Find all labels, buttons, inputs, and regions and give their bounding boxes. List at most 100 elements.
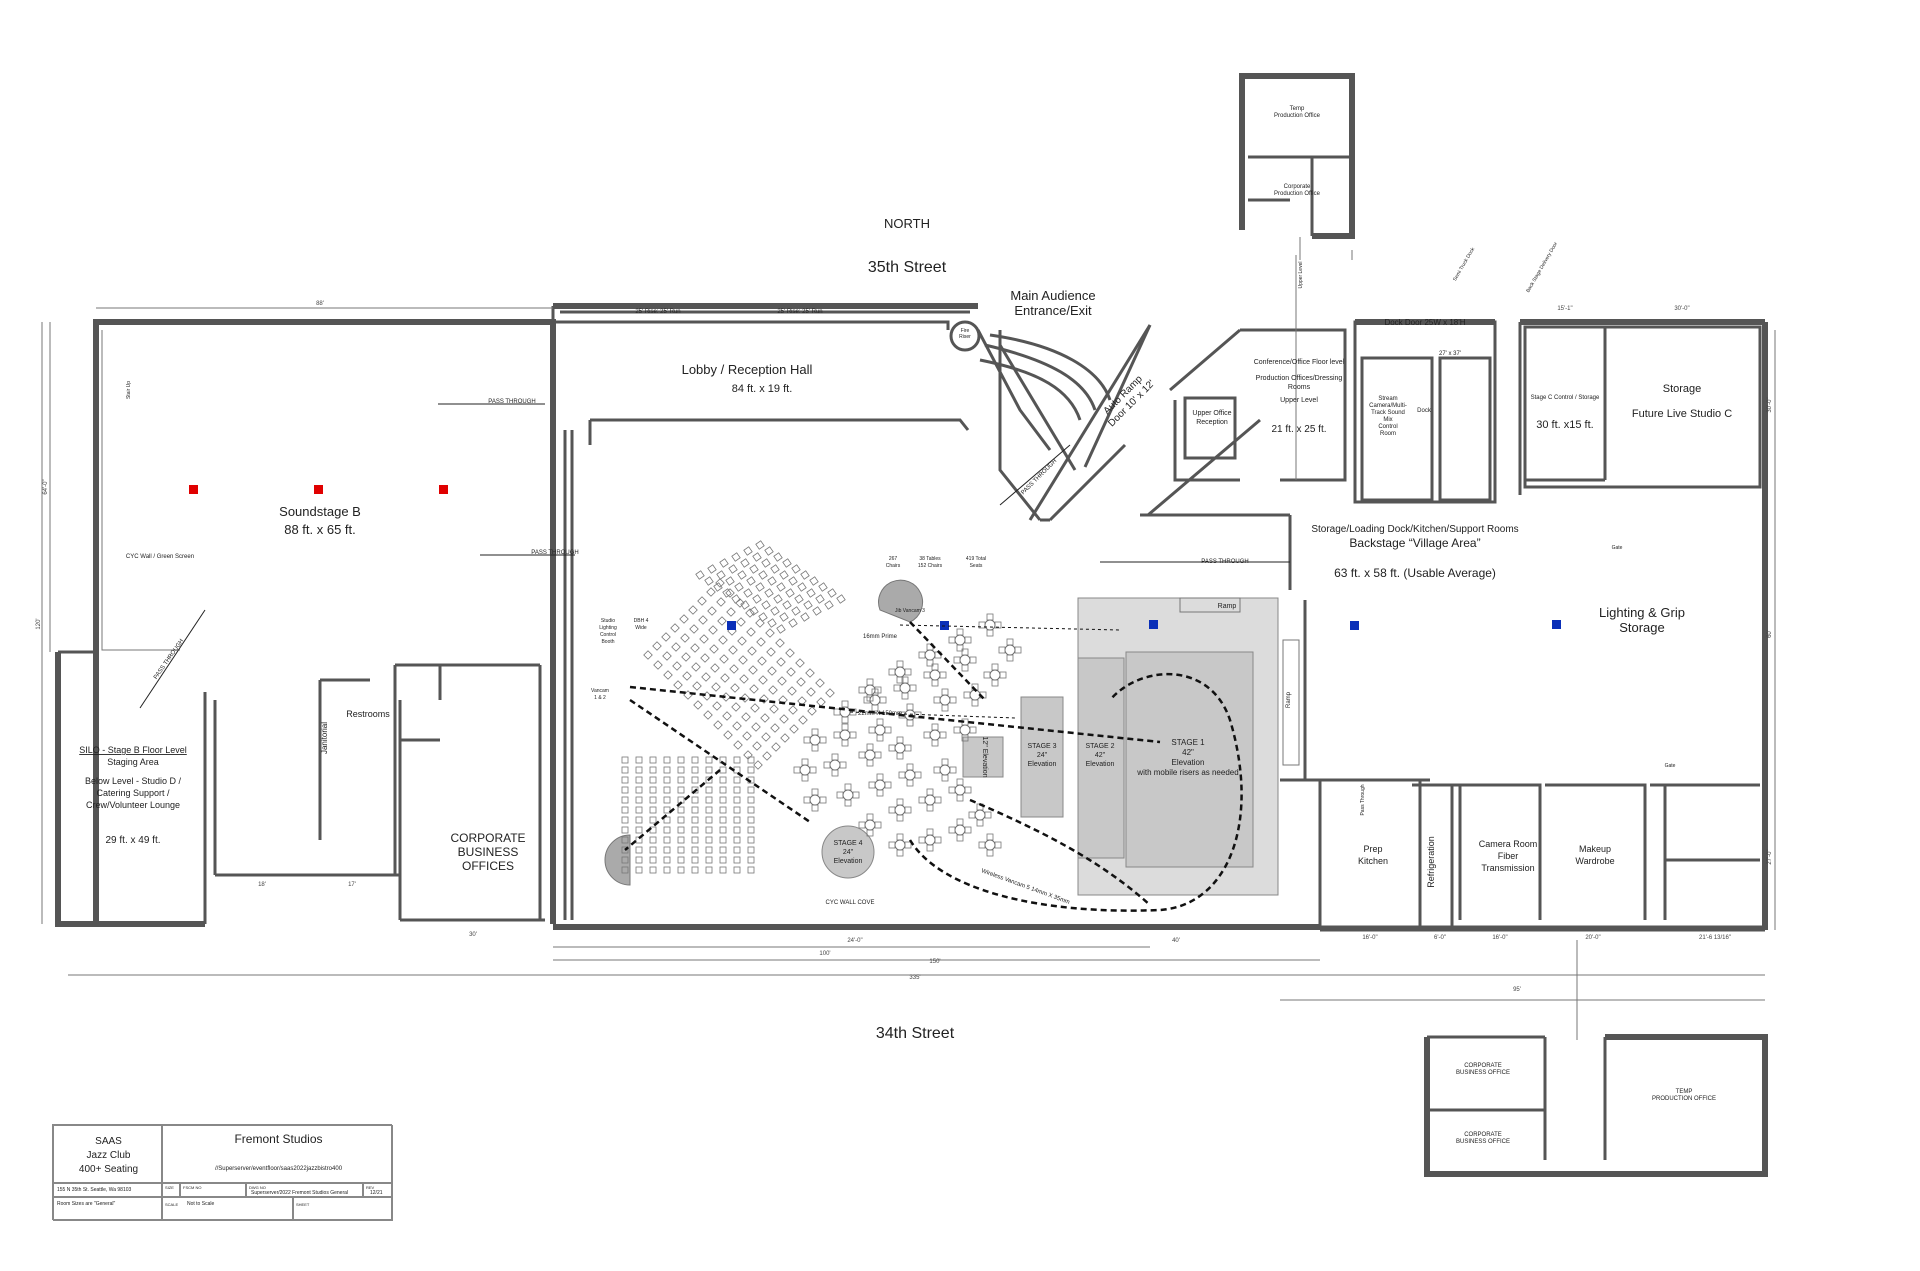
chair <box>695 570 705 580</box>
size-cell: SIZE <box>162 1183 180 1197</box>
chair <box>737 570 747 580</box>
cyc-cove-label: CYC WALL COVE <box>826 900 875 906</box>
chair <box>752 594 762 604</box>
camera-path <box>969 798 1151 906</box>
chair <box>803 736 811 744</box>
dimension: 64'-0" <box>43 479 49 494</box>
stage-2 <box>1077 657 1125 859</box>
chair <box>705 776 713 784</box>
chair <box>841 739 849 747</box>
chair <box>706 587 716 597</box>
chair <box>757 656 767 666</box>
chair <box>621 866 629 874</box>
pass-through-label: PASS THROUGH <box>488 399 535 405</box>
silo-size: 29 ft. x 49 ft. <box>105 835 160 846</box>
chair <box>896 660 904 668</box>
chair <box>949 766 957 774</box>
chair <box>756 637 766 647</box>
building-walls <box>55 303 1768 932</box>
chair <box>906 779 914 787</box>
chair <box>705 806 713 814</box>
chair <box>691 826 699 834</box>
chair <box>764 546 774 556</box>
chair <box>649 786 657 794</box>
chair <box>770 723 780 733</box>
chair <box>635 816 643 824</box>
chair <box>718 635 728 645</box>
chair <box>719 766 727 774</box>
chair <box>691 866 699 874</box>
chair <box>866 743 874 751</box>
conference-label: Conference/Office Floor level <box>1254 359 1345 366</box>
chair <box>896 798 904 806</box>
lighting-markers <box>189 485 1561 630</box>
stage-left-platform <box>604 834 631 886</box>
chair <box>939 671 947 679</box>
seating-layout <box>621 540 1022 874</box>
chair <box>918 651 926 659</box>
round-table <box>929 729 941 741</box>
chair <box>941 704 949 712</box>
chair <box>663 776 671 784</box>
chair <box>661 632 671 642</box>
chair <box>956 628 964 636</box>
chair <box>649 796 657 804</box>
chair <box>836 791 844 799</box>
chair <box>649 866 657 874</box>
chair <box>621 856 629 864</box>
back-stage-door-label: Back Stage Delivery Door <box>1525 241 1559 294</box>
chair <box>831 753 839 761</box>
jib-label: Jib Vancam 3 <box>895 608 925 614</box>
chair <box>871 688 879 696</box>
dimension: 16'-0" <box>1362 935 1377 941</box>
blue-light <box>1552 620 1561 629</box>
lobby-size: 84 ft. x 19 ft. <box>732 383 793 395</box>
chair <box>780 733 790 743</box>
room-labels: NORTH 35th Street 34th Street Lobby / Re… <box>79 216 1732 1042</box>
chair <box>663 786 671 794</box>
chair <box>705 786 713 794</box>
chair <box>964 636 972 644</box>
chair <box>753 760 763 770</box>
chair <box>770 564 780 574</box>
chair <box>839 761 847 769</box>
chair <box>737 636 747 646</box>
company-cell: Fremont Studios //Superserver/eventfloor… <box>162 1125 393 1183</box>
pass-through-label: PASS THROUGH <box>1201 559 1248 565</box>
stage-c-size: 30 ft. x15 ft. <box>1536 419 1593 431</box>
street-south: 34th Street <box>876 1025 955 1042</box>
chair <box>733 756 741 764</box>
chair <box>779 570 789 580</box>
chair <box>649 806 657 814</box>
chair <box>1014 646 1022 654</box>
chair <box>888 806 896 814</box>
chair <box>713 582 723 592</box>
chair <box>767 576 777 586</box>
silo-line: Crew/Volunteer Lounge <box>86 800 180 810</box>
chair <box>795 658 805 668</box>
chair <box>833 708 841 716</box>
auto-ramp-label: Auto RampDoor 10' x 12' <box>1098 370 1158 430</box>
chair <box>824 600 834 610</box>
chair <box>776 624 786 634</box>
chair <box>918 836 926 844</box>
chair <box>760 713 770 723</box>
chair <box>769 704 779 714</box>
chair <box>904 668 912 676</box>
chair <box>896 676 904 684</box>
chair <box>800 570 810 580</box>
chair <box>764 588 774 598</box>
chair <box>752 552 762 562</box>
chair <box>635 776 643 784</box>
blue-light <box>727 621 736 630</box>
dock-door: Dock Door 25W x 18'H <box>1384 318 1465 327</box>
chair <box>884 726 892 734</box>
chair <box>691 756 699 764</box>
lower-offices <box>1424 1034 1768 1177</box>
gate-label: Gate <box>1612 545 1623 551</box>
pass-through-label: Pass Through <box>1360 784 1366 815</box>
chair <box>729 664 739 674</box>
